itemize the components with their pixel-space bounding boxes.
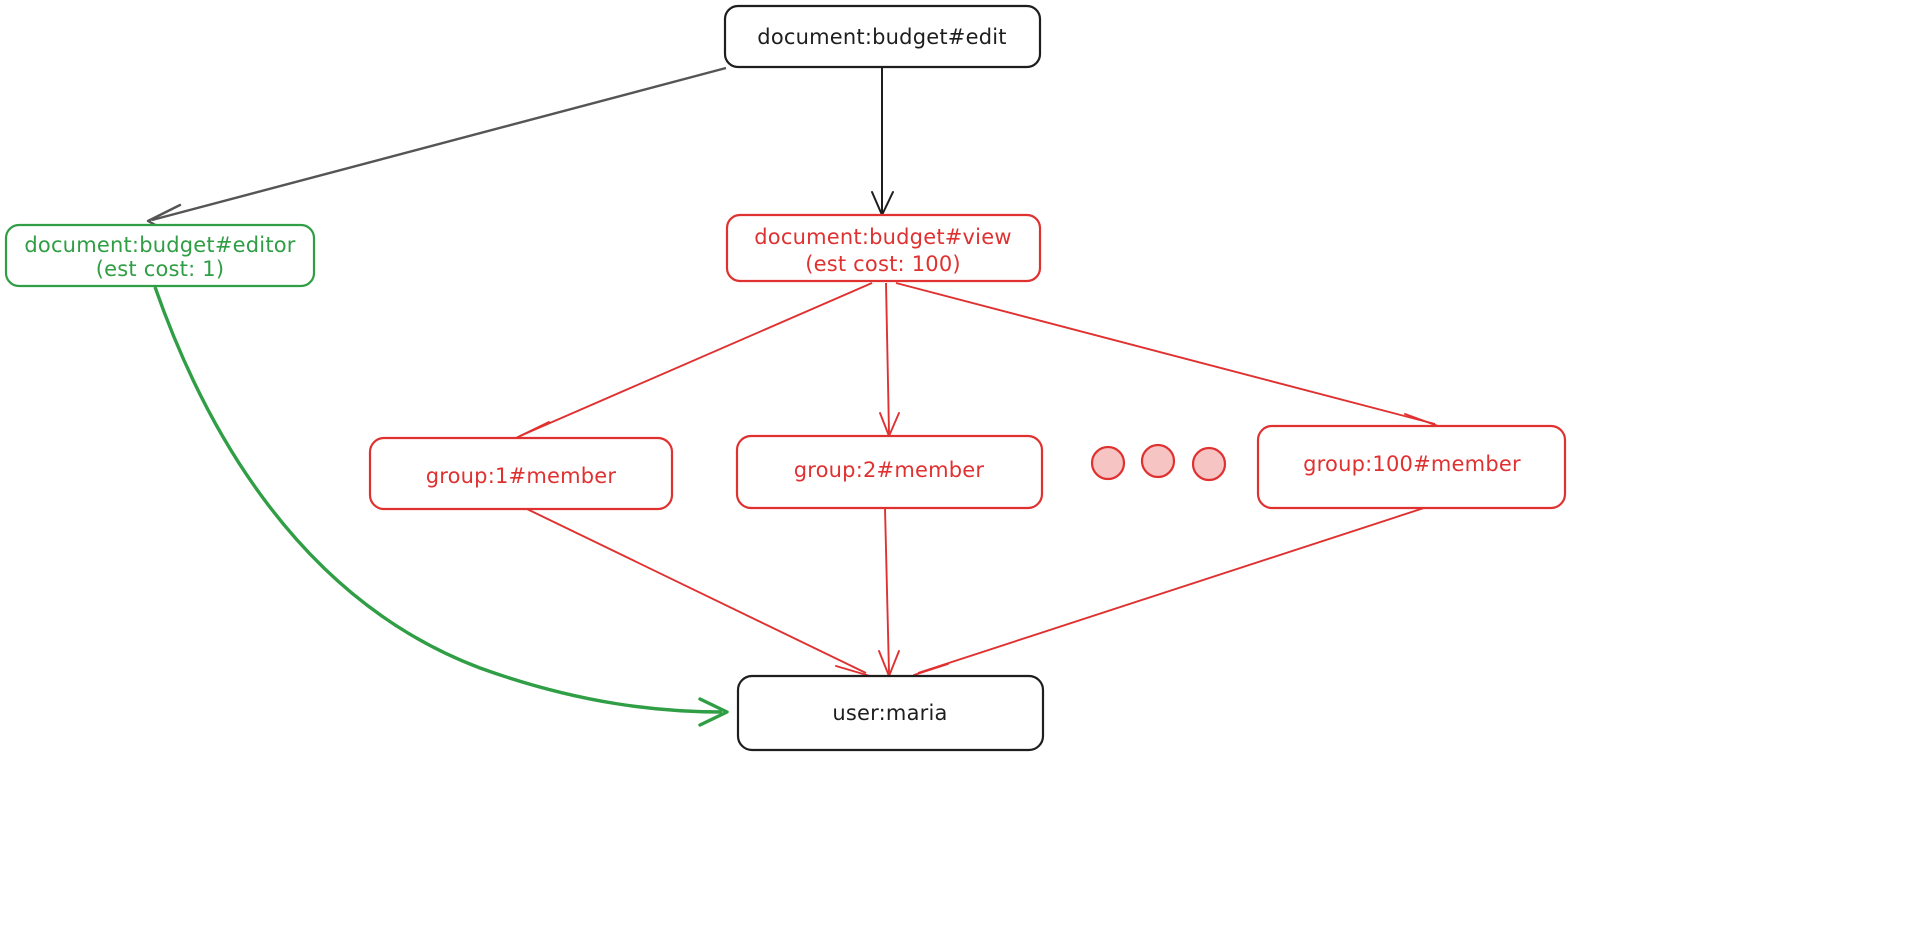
edge-view-to-group1 — [515, 282, 873, 453]
node-document-budget-edit[interactable]: document:budget#edit — [723, 4, 1042, 69]
node-document-budget-editor[interactable]: document:budget#editor (est cost: 1) — [4, 223, 316, 288]
edge-group2-to-user — [878, 507, 900, 677]
node-group-2-member[interactable]: group:2#member — [735, 434, 1044, 510]
node-box-user-maria[interactable] — [736, 674, 1045, 752]
node-label-document-budget-view: document:budget#view — [754, 225, 1011, 249]
edge-view-to-group2 — [879, 282, 900, 437]
node-label-document-budget-edit: document:budget#edit — [757, 25, 1006, 49]
edge-edit-to-view — [871, 68, 894, 216]
node-user-maria[interactable]: user:maria — [736, 674, 1045, 752]
more-groups-ellipsis — [1090, 443, 1227, 482]
node-box-document-budget-view[interactable] — [725, 213, 1042, 283]
node-box-document-budget-editor[interactable] — [4, 223, 316, 288]
edge-view-to-group100 — [895, 282, 1439, 447]
node-label-user-maria: user:maria — [832, 701, 947, 725]
node-document-budget-view[interactable]: document:budget#view (est cost: 100) — [725, 213, 1042, 283]
edge-group1-to-user — [526, 508, 871, 695]
node-cost-document-budget-view: (est cost: 100) — [805, 252, 961, 276]
node-box-document-budget-edit[interactable] — [723, 4, 1042, 69]
ellipsis-dot-2 — [1140, 443, 1176, 479]
node-label-group-2-member: group:2#member — [794, 458, 985, 482]
node-label-group-100-member: group:100#member — [1303, 452, 1521, 476]
node-label-group-1-member: group:1#member — [426, 464, 617, 488]
node-label-document-budget-editor: document:budget#editor — [24, 233, 295, 257]
ellipsis-dot-3 — [1191, 446, 1227, 482]
node-box-group-1-member[interactable] — [368, 436, 674, 511]
edge-editor-to-user — [153, 286, 729, 727]
edge-group100-to-user — [913, 507, 1425, 694]
node-box-group-2-member[interactable] — [735, 434, 1044, 510]
ellipsis-dot-1 — [1090, 445, 1126, 481]
node-group-100-member[interactable]: group:100#member — [1256, 424, 1567, 510]
node-cost-document-budget-editor: (est cost: 1) — [96, 257, 224, 281]
node-group-1-member[interactable]: group:1#member — [368, 436, 674, 511]
node-box-group-100-member[interactable] — [1256, 424, 1567, 510]
edge-edit-to-editor — [146, 66, 727, 238]
